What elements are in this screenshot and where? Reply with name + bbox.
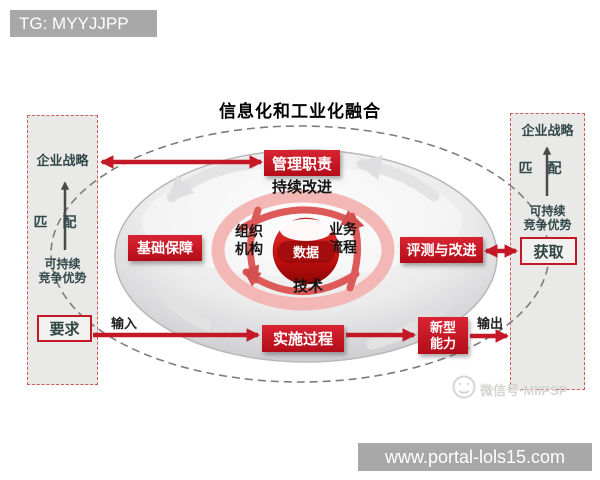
organization-line2: 机构 — [235, 241, 263, 257]
red-swirl-arrows — [238, 206, 365, 295]
continuous-improvement-label: 持续改进 — [271, 179, 332, 196]
technology-label: 技术 — [292, 278, 323, 295]
connection-arrows — [93, 155, 519, 343]
left-strategy-label: 企业战略 — [36, 153, 89, 168]
right-match-label: 匹配 — [518, 160, 577, 176]
organization-label: 组织 机构 — [219, 222, 279, 258]
requirement-box: 要求 — [37, 315, 92, 342]
sphere-gloss — [280, 219, 332, 241]
page-title: 信息化和工业化融合 — [219, 102, 381, 121]
right-strategy-label: 企业战略 — [521, 123, 574, 138]
organization-line1: 组织 — [235, 223, 263, 239]
wechat-watermark: 微信号·MIIPSP — [480, 383, 568, 398]
new-capability-line2: 能力 — [429, 335, 456, 351]
new-capability-line1: 新型 — [429, 319, 456, 335]
right-advantage-line1: 可持续 — [529, 204, 566, 218]
output-label: 输出 — [476, 316, 503, 331]
input-label: 输入 — [110, 316, 137, 331]
wechat-icon — [452, 375, 476, 399]
left-advantage-line2: 竞争优势 — [38, 271, 87, 285]
evaluation-improvement-box: 评测与改进 — [400, 237, 483, 263]
management-duty-box: 管理职责 — [264, 150, 340, 176]
pink-ring — [211, 189, 395, 311]
top-tag-banner: TG: MYYJJPP — [10, 10, 157, 37]
data-core-label: 数据 — [278, 241, 334, 261]
business-line2: 流程 — [329, 239, 357, 255]
acquire-box: 获取 — [520, 237, 577, 265]
implementation-process-box: 实施过程 — [262, 325, 344, 352]
left-match-label: 匹配 — [33, 214, 92, 230]
match-arrows — [60, 146, 552, 250]
left-advantage-line1: 可持续 — [44, 257, 81, 271]
business-line1: 业务 — [329, 221, 357, 237]
right-advantage-line2: 竞争优势 — [523, 218, 572, 232]
bottom-url-banner: www.portal-lols15.com — [358, 443, 592, 471]
foundation-support-box: 基础保障 — [128, 235, 202, 261]
new-capability-box: 新型 能力 — [418, 317, 468, 354]
